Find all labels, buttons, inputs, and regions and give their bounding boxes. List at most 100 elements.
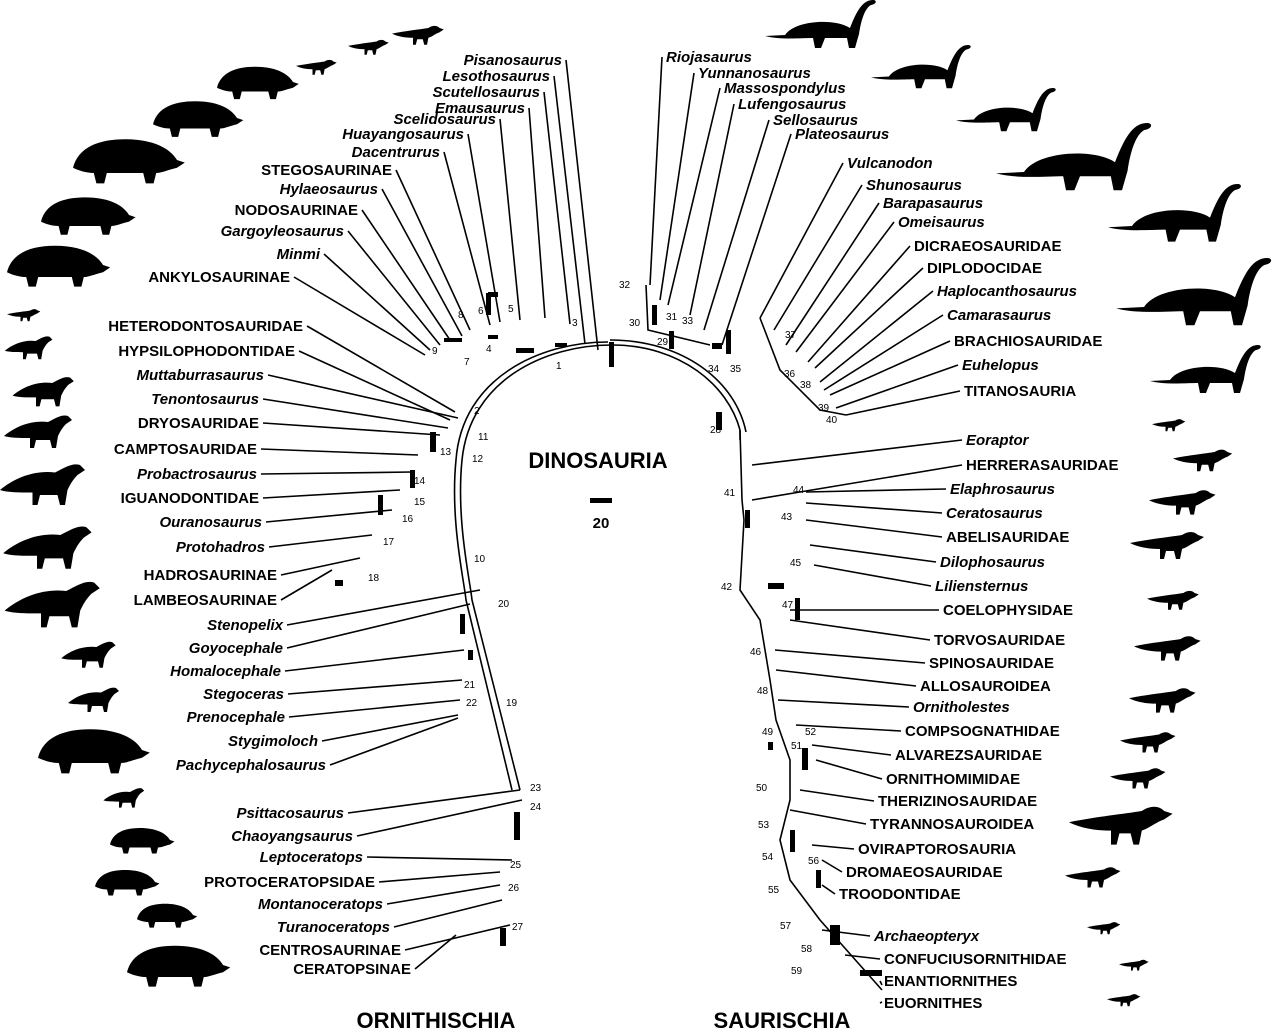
dinosaur-silhouette <box>392 25 444 45</box>
terminal-branch <box>543 91 571 325</box>
node-number: 17 <box>383 537 395 548</box>
taxon-label: SPINOSAURIDAE <box>929 655 1054 672</box>
dinosaur-silhouette <box>1129 688 1196 713</box>
terminal-branch <box>805 519 943 538</box>
node-number: 48 <box>757 686 769 697</box>
taxon-label: CENTROSAURINAE <box>259 942 401 959</box>
node-number: 15 <box>414 497 426 508</box>
synapomorphy-bars <box>335 292 882 976</box>
terminal-branch <box>823 314 944 391</box>
terminal-branch <box>553 75 586 345</box>
taxon-label: Gargoyleosaurus <box>221 223 344 240</box>
taxon-label: Ouranosaurus <box>159 514 262 531</box>
taxon-label: ANKYLOSAURINAE <box>148 269 290 286</box>
taxon-label: Massospondylus <box>724 80 846 97</box>
internal-branch <box>645 284 711 346</box>
terminal-branch <box>821 884 836 895</box>
dinosaur-silhouette <box>1065 867 1121 888</box>
group-label-saurischia: SAURISCHIA <box>714 1008 851 1032</box>
dinosaur-silhouette <box>1149 490 1216 515</box>
terminal-branch <box>785 202 880 346</box>
synapomorphy-bar <box>745 510 750 528</box>
cladogram-branches <box>260 56 963 1004</box>
taxon-label: Elaphrosaurus <box>950 481 1055 498</box>
node-number: 31 <box>666 312 678 323</box>
node-number: 26 <box>508 883 520 894</box>
dinosaur-silhouette <box>1108 184 1241 242</box>
node-number: 21 <box>464 680 476 691</box>
taxon-label: STEGOSAURINAE <box>261 162 392 179</box>
dinosaur-silhouette <box>1116 258 1272 326</box>
taxon-label: IGUANODONTIDAE <box>121 490 259 507</box>
taxon-label: Emausaurus <box>435 100 525 117</box>
terminal-branch <box>366 856 513 861</box>
node-number: 30 <box>629 318 641 329</box>
terminal-branch <box>795 724 902 732</box>
synapomorphy-bar <box>460 614 465 634</box>
synapomorphy-bar <box>726 330 731 354</box>
terminal-branch <box>814 267 924 369</box>
node-number: 3 <box>572 318 578 329</box>
node-number: 44 <box>793 485 805 496</box>
dinosaur-silhouette <box>765 0 876 48</box>
dinosaur-silhouette <box>1110 768 1166 789</box>
terminal-branch <box>395 169 471 331</box>
taxon-label: Stenopelix <box>207 617 284 634</box>
dinosaur-silhouette <box>1087 922 1121 935</box>
taxon-label: Probactrosaurus <box>137 466 257 483</box>
terminal-branch <box>751 439 963 466</box>
node-number: 55 <box>768 885 780 896</box>
node-number: 52 <box>805 727 817 738</box>
synapomorphy-bar <box>830 925 840 945</box>
taxon-label: HETERODONTOSAURIDAE <box>108 318 303 335</box>
dinosaur-silhouette <box>1150 345 1261 393</box>
dinosaur-silhouette <box>996 123 1152 191</box>
dinosaur-silhouette <box>1119 959 1149 971</box>
saurischia-spine-inner <box>609 339 747 433</box>
node-number: 4 <box>486 344 492 355</box>
taxon-label: Leptoceratops <box>260 849 363 866</box>
node-number: 46 <box>750 647 762 658</box>
node-number: 9 <box>432 346 438 357</box>
taxon-label: TORVOSAURIDAE <box>934 632 1065 649</box>
node-number: 22 <box>466 698 478 709</box>
terminal-branch <box>329 717 459 766</box>
node-number: 49 <box>762 727 774 738</box>
terminal-branch <box>288 699 461 718</box>
terminal-branch <box>689 103 735 316</box>
saurischia-spine <box>611 344 741 431</box>
dinosaur-silhouette <box>3 526 92 569</box>
taxon-label: Homalocephale <box>170 663 281 680</box>
silhouettes <box>0 0 1272 1007</box>
node-number: 50 <box>756 783 768 794</box>
terminal-branch <box>287 679 463 695</box>
taxon-label: PROTOCERATOPSIDAE <box>204 874 375 891</box>
taxon-label: DIPLODOCIDAE <box>927 260 1042 277</box>
synapomorphy-bar <box>609 342 614 367</box>
taxon-label: Camarasaurus <box>947 307 1051 324</box>
taxon-label: CAMPTOSAURIDAE <box>114 441 257 458</box>
taxon-label: DICRAEOSAURIDAE <box>914 238 1062 255</box>
node-number: 36 <box>784 369 796 380</box>
terminal-branch <box>356 799 523 837</box>
dinosaur-silhouette <box>38 729 150 774</box>
taxon-label: OVIRAPTOROSAURIA <box>858 841 1016 858</box>
synapomorphy-bar <box>488 335 498 339</box>
dinosaur-silhouette <box>1152 419 1186 432</box>
terminal-branch <box>809 544 937 563</box>
dinosaur-silhouette <box>1134 636 1201 661</box>
dinosaur-silhouette <box>110 828 175 854</box>
terminal-branch <box>799 789 875 802</box>
node-number: 25 <box>510 860 522 871</box>
taxon-label: Goyocephale <box>189 640 283 657</box>
taxon-label: Minmi <box>277 246 321 263</box>
taxon-label: Eoraptor <box>966 432 1030 449</box>
taxon-label: Huayangosaurus <box>342 126 464 143</box>
node-number: 35 <box>730 364 742 375</box>
node-number: 34 <box>708 364 720 375</box>
taxon-label: TYRANNOSAUROIDEA <box>870 816 1034 833</box>
node-number: 54 <box>762 852 774 863</box>
node-number: 19 <box>506 698 518 709</box>
terminal-branch <box>777 699 910 708</box>
synapomorphy-bar <box>768 583 784 589</box>
